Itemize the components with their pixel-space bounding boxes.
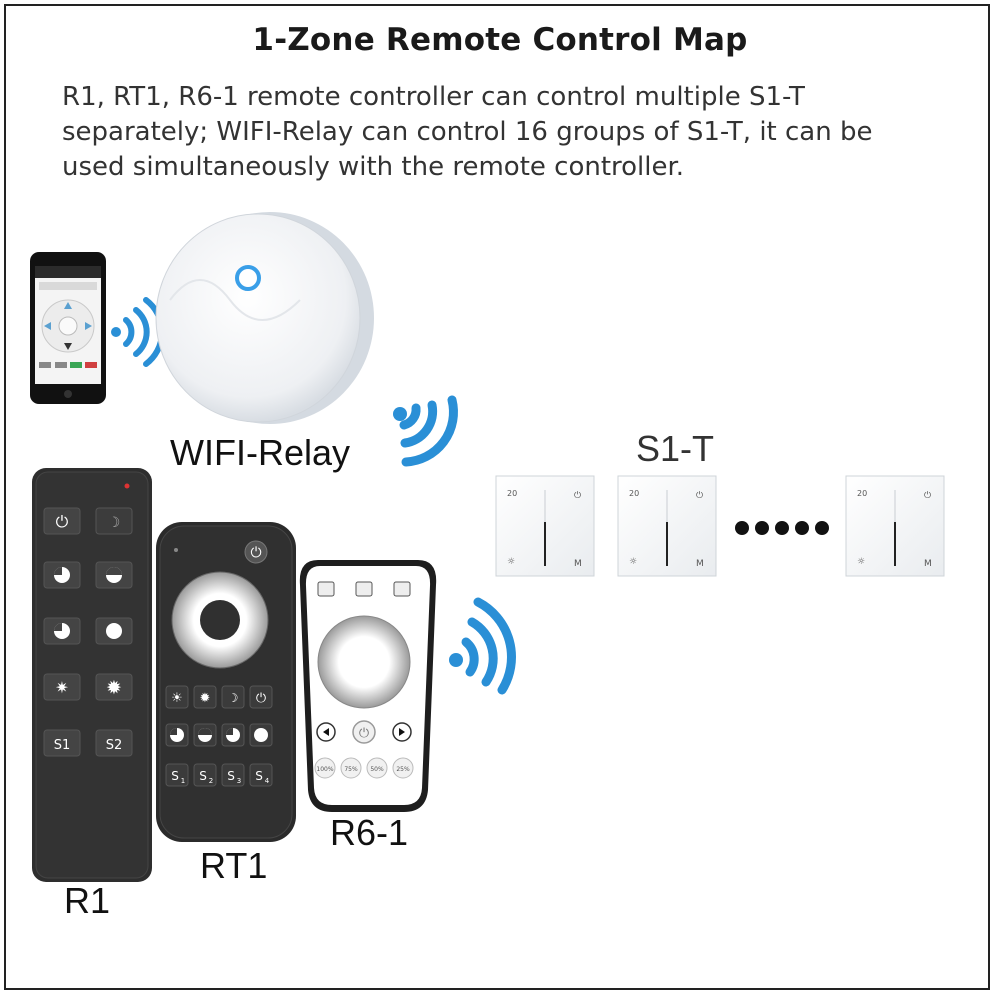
- svg-text:⏻: ⏻: [256, 691, 266, 706]
- svg-text:20: 20: [629, 489, 639, 498]
- svg-text:20: 20: [857, 489, 867, 498]
- svg-text:25%: 25%: [396, 766, 410, 773]
- svg-text:S: S: [199, 769, 207, 783]
- s1t-panel: 20 ⏻ ☼ M: [495, 475, 595, 577]
- svg-text:⏻: ⏻: [574, 490, 581, 501]
- svg-text:S: S: [255, 769, 263, 783]
- rt1-remote: ⏻ ☀ ✹ ☽ ⏻ S 1 S 2 S 3 S 4: [156, 522, 296, 842]
- r6-1-label: R6-1: [330, 812, 409, 853]
- rt1-label: RT1: [200, 845, 268, 886]
- svg-text:S1: S1: [54, 738, 71, 753]
- svg-text:☼: ☼: [507, 557, 515, 567]
- svg-text:☼: ☼: [857, 557, 865, 567]
- svg-text:☼: ☼: [629, 557, 637, 567]
- svg-text:☽: ☽: [228, 691, 239, 705]
- svg-text:2: 2: [209, 777, 213, 785]
- ellipsis-dots: [735, 521, 829, 535]
- svg-text:✹: ✹: [106, 677, 122, 699]
- diagram-description: R1, RT1, R6-1 remote controller can cont…: [62, 82, 873, 182]
- svg-text:⏻: ⏻: [924, 490, 931, 501]
- wifi-signal-icon: [449, 597, 516, 695]
- svg-text:3: 3: [237, 777, 241, 785]
- diagram-title: 1-Zone Remote Control Map: [252, 22, 748, 58]
- svg-text:M: M: [924, 559, 932, 569]
- r6-1-remote: ⏻ 100% 75% 50% 25%: [299, 560, 437, 812]
- svg-text:S: S: [227, 769, 235, 783]
- svg-text:⏻: ⏻: [359, 726, 369, 741]
- svg-text:☽: ☽: [108, 515, 121, 531]
- r1-remote: ⏻ ☽ ✷ ✹ S1 S2: [32, 468, 152, 882]
- s1t-panel: 20 ⏻ ☼ M: [845, 475, 945, 577]
- svg-text:S2: S2: [106, 738, 123, 753]
- svg-text:☀: ☀: [171, 691, 183, 706]
- svg-text:20: 20: [507, 489, 517, 498]
- s1t-panel: 20 ⏻ ☼ M: [617, 475, 717, 577]
- svg-text:4: 4: [265, 777, 270, 785]
- svg-text:75%: 75%: [344, 766, 358, 773]
- svg-text:✹: ✹: [200, 691, 211, 706]
- svg-text:M: M: [574, 559, 582, 569]
- smartphone: [30, 252, 106, 404]
- svg-text:M: M: [696, 559, 704, 569]
- svg-text:1: 1: [181, 777, 185, 785]
- svg-text:⏻: ⏻: [56, 512, 69, 531]
- r1-label: R1: [64, 880, 111, 921]
- svg-text:✷: ✷: [55, 678, 68, 697]
- svg-text:100%: 100%: [316, 766, 333, 773]
- wifi-relay-device: [155, 212, 374, 424]
- svg-text:50%: 50%: [370, 766, 384, 773]
- svg-text:⏻: ⏻: [250, 545, 261, 561]
- wifi-signal-icon: [393, 395, 458, 467]
- wifi-signal-icon: [111, 297, 165, 367]
- svg-text:S: S: [171, 769, 179, 783]
- wifi-relay-label: WIFI-Relay: [170, 432, 350, 473]
- svg-text:⏻: ⏻: [696, 490, 703, 501]
- s1t-label: S1-T: [636, 428, 715, 469]
